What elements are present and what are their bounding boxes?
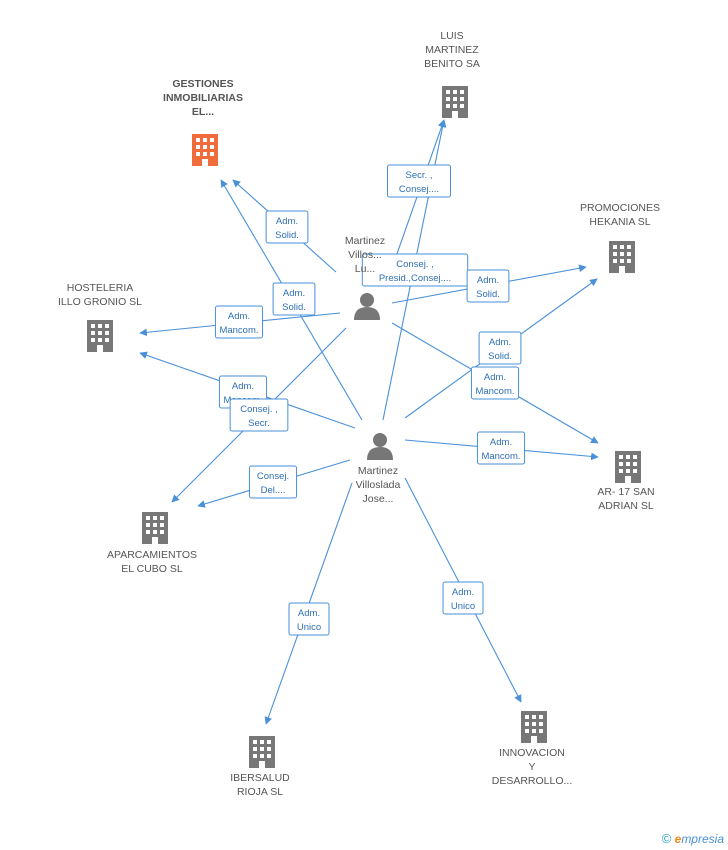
node-label-line: Martinez xyxy=(345,235,385,247)
edge-label-luisp-aparcamientos[interactable]: Consej. , Secr. xyxy=(229,398,289,432)
company-node-aparcamientos[interactable]: APARCAMIENTOS EL CUBO SL xyxy=(107,512,197,575)
edge-label-line: Adm. xyxy=(490,437,512,448)
edge-label-line: Solid. xyxy=(282,302,306,313)
edge-label-jose-innovacion[interactable]: Adm. Unico xyxy=(442,581,484,615)
edge-label-luisp-gestiones[interactable]: Adm. Solid. xyxy=(265,210,309,244)
node-label-line: Villos... xyxy=(348,249,382,261)
company-node-innovacion[interactable]: INNOVACION Y DESARROLLO... xyxy=(492,711,573,787)
node-label-line: Martinez xyxy=(358,465,398,477)
edge-label-line: Adm. xyxy=(452,587,474,598)
edge-label-luisp-luis[interactable]: Secr. , Consej.... xyxy=(387,164,451,198)
node-label-line: ADRIAN SL xyxy=(598,500,654,512)
edges-layer xyxy=(139,119,599,725)
node-label-line: Villoslada xyxy=(356,479,401,491)
brand-logo-e: e xyxy=(674,832,682,846)
node-label-line: GESTIONES xyxy=(172,78,233,90)
edge-label-line: Unico xyxy=(297,622,321,633)
edge-label-line: Solid. xyxy=(275,230,299,241)
building-icon xyxy=(249,736,275,768)
edge-label-line: Consej. , xyxy=(240,404,278,415)
person-icon xyxy=(354,293,380,320)
edge-label-line: Secr. xyxy=(248,418,270,429)
node-label-line: INMOBILIARIAS xyxy=(163,92,243,104)
node-label-line: IBERSALUD xyxy=(230,772,290,784)
company-node-luis[interactable]: LUIS MARTINEZ BENITO SA xyxy=(424,30,480,118)
brand-footer[interactable]: © empresia xyxy=(662,831,724,846)
edge-label-line: Adm. xyxy=(484,372,506,383)
building-icon xyxy=(87,320,113,352)
edge-label-line: Presid.,Consej.... xyxy=(379,273,451,284)
node-label-line: HOSTELERIA xyxy=(67,282,134,294)
node-label-line: APARCAMIENTOS xyxy=(107,549,197,561)
edge-label-luisp-promociones[interactable]: Adm. Solid. xyxy=(466,269,510,303)
edge-label-line: Adm. xyxy=(276,216,298,227)
person-node-jose[interactable]: MartinezVillosladaJose... xyxy=(356,433,401,505)
edge-labels-layer: Adm. Solid. Adm. Solid. Secr. , Consej.... Con… xyxy=(214,164,526,636)
company-node-ar17[interactable]: AR- 17 SAN ADRIAN SL xyxy=(597,451,655,512)
edge-label-luisp-hosteleria[interactable]: Adm. Mancom. xyxy=(214,305,264,339)
building-icon xyxy=(192,134,218,166)
edge-label-line: Unico xyxy=(451,601,475,612)
edge-label-jose-gestiones[interactable]: Adm. Solid. xyxy=(272,282,316,316)
edge-label-jose-ibersalud[interactable]: Adm. Unico xyxy=(288,602,330,636)
building-icon xyxy=(615,451,641,483)
edge-label-luisp-ar17[interactable]: Adm. Mancom. xyxy=(470,366,520,400)
edge-label-line: Adm. xyxy=(298,608,320,619)
edge-label-line: Solid. xyxy=(476,289,500,300)
node-label-line: Y xyxy=(528,761,535,773)
node-label-line: EL CUBO SL xyxy=(121,563,183,575)
edge-label-line: Secr. , xyxy=(406,170,433,181)
edge-label-line: Consej. xyxy=(257,471,289,482)
node-label-line: INNOVACION xyxy=(499,747,565,759)
node-label-line: MARTINEZ xyxy=(425,44,479,56)
edge-label-line: Adm. xyxy=(228,311,250,322)
person-icon xyxy=(367,433,393,460)
node-label-line: DESARROLLO... xyxy=(492,775,573,787)
company-node-hosteleria[interactable]: HOSTELERIA ILLO GRONIO SL xyxy=(58,282,142,352)
node-label-line: HEKANIA SL xyxy=(589,216,650,228)
building-icon xyxy=(442,86,468,118)
edge-label-line: Adm. xyxy=(232,381,254,392)
node-label-line: PROMOCIONES xyxy=(580,202,660,214)
node-label-line: Lu... xyxy=(355,263,375,275)
node-label-line: RIOJA SL xyxy=(237,786,283,798)
edge-label-line: Adm. xyxy=(489,337,511,348)
node-label-line: LUIS xyxy=(440,30,463,42)
edge-label-jose-ar17[interactable]: Adm. Mancom. xyxy=(476,431,526,465)
edge-label-line: Adm. xyxy=(477,275,499,286)
node-label-line: EL... xyxy=(192,106,214,118)
node-label-line: BENITO SA xyxy=(424,58,480,70)
building-icon xyxy=(521,711,547,743)
node-label-line: AR- 17 SAN xyxy=(597,486,654,498)
edge-label-jose-aparcamientos[interactable]: Consej. Del.... xyxy=(248,465,298,499)
nodes-layer: GESTIONES INMOBILIARIAS EL... LUIS MARTINEZ B… xyxy=(58,30,660,798)
edge-label-line: Del.... xyxy=(261,485,286,496)
building-icon xyxy=(609,241,635,273)
company-node-promociones[interactable]: PROMOCIONES HEKANIA SL xyxy=(580,202,660,273)
building-icon xyxy=(142,512,168,544)
edge-label-line: Mancom. xyxy=(481,451,520,462)
edge-label-line: Solid. xyxy=(488,351,512,362)
edge-label-line: Adm. xyxy=(283,288,305,299)
edge-label-line: Mancom. xyxy=(219,325,258,336)
edge-label-line: Consej. , xyxy=(396,259,434,270)
brand-logo-text: mpresia xyxy=(681,832,724,846)
edge-label-line: Consej.... xyxy=(399,184,439,195)
company-node-gestiones[interactable]: GESTIONES INMOBILIARIAS EL... xyxy=(163,78,243,166)
node-label-line: Jose... xyxy=(363,493,394,505)
node-label-line: ILLO GRONIO SL xyxy=(58,296,142,308)
copyright-icon: © xyxy=(661,831,672,846)
edge-label-jose-promociones[interactable]: Adm. Solid. xyxy=(478,331,522,365)
company-node-ibersalud[interactable]: IBERSALUD RIOJA SL xyxy=(230,736,290,798)
edge-label-line: Mancom. xyxy=(475,386,514,397)
